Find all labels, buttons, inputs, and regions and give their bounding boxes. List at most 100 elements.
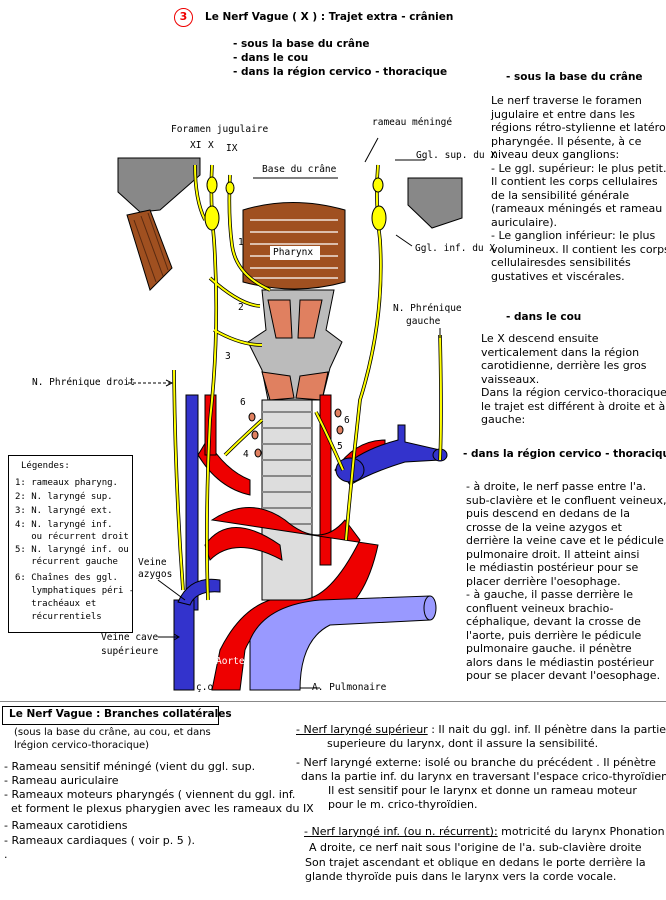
label-a-pulmonaire: A. Pulmonaire xyxy=(312,682,387,693)
label-rameau-meninge: rameau méningé xyxy=(372,117,453,128)
paragraph-cervico-thoracic: - à droite, le nerf passe entre l'a. sub… xyxy=(466,480,666,683)
text-line: lrégion cervico-thoracique) xyxy=(14,739,150,751)
label-num-6a: 6 xyxy=(240,397,246,408)
text-line: (sous la base du crâne, au cou, et dans xyxy=(14,727,211,738)
text-line: confluent veineux brachio- xyxy=(466,601,614,615)
label-base-du-crane: Base du crâne xyxy=(262,164,337,175)
text-line: pulmonaire gauche. il pénètre xyxy=(466,642,632,655)
text-line: l'aorte, puis derrière le pédicule xyxy=(466,628,642,642)
text-line: Son trajet ascendant et oblique en dedan… xyxy=(305,855,646,869)
text-line: vaisseaux. xyxy=(481,372,540,386)
text-line: Le X descend ensuite xyxy=(481,332,599,345)
text-line: régions rétro-stylienne et latéro xyxy=(491,121,666,134)
legend-line: récurrentiels xyxy=(15,612,102,622)
label-ggl-inf: Ggl. inf. du X xyxy=(415,243,496,254)
branches-left-list: - Rameau sensitif méningé (vient du ggl.… xyxy=(4,760,314,862)
right-jugular-vein xyxy=(185,394,199,611)
text-line: le médiastin postérieur pour se xyxy=(466,561,639,574)
laryngeal-superior-heading: - Nerf laryngé supérieur xyxy=(296,723,428,736)
laryngeal-superior-block: - Nerf laryngé supérieur : Il nait du gg… xyxy=(296,723,666,736)
page-number-badge xyxy=(174,8,193,27)
text-line: . xyxy=(4,848,8,861)
laryngeal-inferior-block: - Nerf laryngé inf. (ou n. récurrent): m… xyxy=(304,825,665,838)
label-pharynx: Pharynx xyxy=(273,247,314,258)
section-heading-neck: - dans le cou xyxy=(506,311,582,323)
label-veine-azygos-2: azygos xyxy=(138,569,173,580)
text-line: A droite, ce nerf nait sous l'origine de… xyxy=(309,841,642,854)
text-line: Il contient les corps cellulaires xyxy=(491,175,658,188)
label-num-1: 1 xyxy=(238,237,244,248)
header-item-1: - sous la base du crâne xyxy=(233,38,370,50)
text-line: - Nerf laryngé externe: isolé ou branche… xyxy=(296,756,656,769)
legend-line: trachéaux et xyxy=(15,599,97,609)
branches-subtitle: (sous la base du crâne, au cou, et dans … xyxy=(14,727,211,752)
paragraph-neck: Le X descend ensuite verticalement dans … xyxy=(481,332,666,427)
text-line: derrière la veine cave et le pédicule xyxy=(466,534,664,547)
branches-title: Le Nerf Vague : Branches collatérales xyxy=(9,708,232,720)
laryngeal-superior-cont: superieure du larynx, dont il assure la … xyxy=(327,737,599,750)
text-line: carotidienne, derrière les gros xyxy=(481,359,647,372)
text-line: gustatives et viscérales. xyxy=(491,269,625,283)
laryngeal-inferior-heading: - Nerf laryngé inf. (ou n. récurrent): xyxy=(304,825,498,838)
text-line: Il est sensitif pour le larynx et donne … xyxy=(328,784,637,797)
label-phrenique-gauche-1: N. Phrénique xyxy=(393,303,462,314)
text-line: crosse de la veine azygos et xyxy=(466,520,622,534)
label-num-3: 3 xyxy=(225,351,231,362)
legend-line: 4: N. laryngé inf. xyxy=(15,520,113,530)
text-line: pulmonaire droit. Il atteint ainsi xyxy=(466,547,640,561)
text-line: - Rameaux cardiaques ( voir p. 5 ). xyxy=(4,834,196,847)
text-line: volumineux. Il contient les corps xyxy=(491,242,666,256)
section-heading-skull-base: - sous la base du crâne xyxy=(506,71,643,83)
crico-thyroid-muscle-left xyxy=(267,299,293,339)
text-line: auriculaire). xyxy=(491,215,557,229)
text-line: placer derrière l'oesophage. xyxy=(466,574,621,588)
text-line: (rameaux méningés et rameau xyxy=(491,202,663,215)
text-line: cellulairesdes sensibilités xyxy=(491,256,631,269)
text-line: sub-clavière et le confluent veineux, xyxy=(466,493,666,507)
legend-line: lymphatiques péri - xyxy=(15,586,135,596)
text-line: pharyngée. Il pésente, à ce xyxy=(491,134,642,148)
label-phrenique-droit: N. Phrénique droit xyxy=(32,377,135,388)
label-foramen-jugulaire: Foramen jugulaire xyxy=(171,124,269,135)
trachea xyxy=(261,399,313,601)
text-line: céphalique, devant la crosse de xyxy=(466,615,641,628)
text-line: - Rameaux moteurs pharyngés ( viennent d… xyxy=(4,788,296,801)
text-line: niveau deux ganglions: xyxy=(491,148,620,161)
legend-line: 3: N. laryngé ext. xyxy=(15,506,113,516)
text-line: le trajet est différent à droite et à xyxy=(481,399,666,413)
thyroid-lobe-left xyxy=(261,371,295,401)
legend-title: Légendes: xyxy=(21,461,70,471)
text-line: de la sensibilité générale xyxy=(491,188,630,202)
legend-line: 2: N. laryngé sup. xyxy=(15,492,113,502)
text-line: - à gauche, il passe derrière le xyxy=(466,588,634,601)
label-bottom-co: ç.o xyxy=(196,682,214,693)
skull-bone-right xyxy=(407,177,463,229)
text-line: glande thyroïde puis dans le larynx vers… xyxy=(305,870,617,883)
text-line: pour le m. crico-thyroïdien. xyxy=(328,798,478,811)
larynx xyxy=(247,289,343,401)
text-line: - Rameau auriculaire xyxy=(4,774,119,787)
label-nerve-ix: IX xyxy=(226,143,238,154)
laryngeal-external-block: - Nerf laryngé externe: isolé ou branche… xyxy=(296,756,666,812)
laryngeal-inferior-cont: A droite, ce nerf nait sous l'origine de… xyxy=(305,841,646,885)
text-line: alors dans le médiastin postérieur xyxy=(466,655,654,669)
laryngeal-superior-text: : Il nait du ggl. inf. Il pénètre dans l… xyxy=(427,723,666,736)
paragraph-skull-base: Le nerf traverse le foramen jugulaire et… xyxy=(491,94,666,283)
text-line: - Le ganglion inférieur: le plus xyxy=(491,229,656,242)
laryngeal-inferior-text: motricité du larynx Phonation xyxy=(497,825,665,838)
label-veine-cave-1: Veine cave xyxy=(101,632,159,643)
text-line: jugulaire et entre dans les xyxy=(491,107,636,121)
skull-bone-left xyxy=(117,157,201,213)
text-line: gauche: xyxy=(481,413,526,426)
label-num-5: 5 xyxy=(337,441,343,452)
text-line: - Rameaux carotidiens xyxy=(4,819,128,832)
label-num-6b: 6 xyxy=(344,415,350,426)
label-ggl-sup: Ggl. sup. du X xyxy=(416,150,497,161)
label-veine-azygos-1: Veine xyxy=(138,557,167,568)
text-line: Le nerf traverse le foramen xyxy=(491,94,642,107)
legend-line: ou récurrent droit xyxy=(15,532,129,542)
label-num-4: 4 xyxy=(243,449,249,460)
text-line: - Le ggl. supérieur: le plus petit. xyxy=(491,161,666,175)
superior-vena-cava xyxy=(173,599,195,691)
